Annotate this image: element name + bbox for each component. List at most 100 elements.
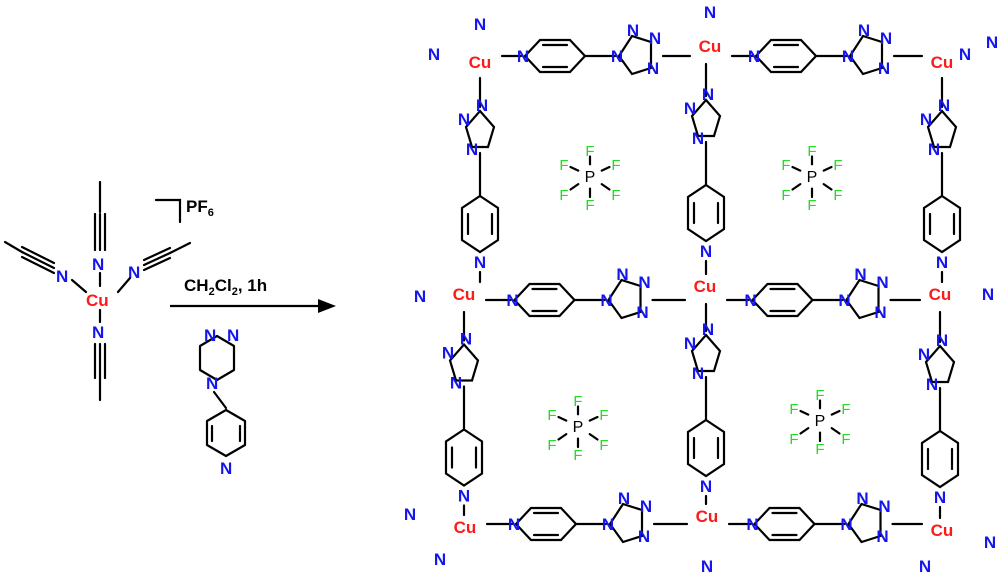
bond [830, 427, 841, 435]
pf6-f-0-5: F [611, 187, 620, 204]
reagent-n-bottom: N [92, 323, 104, 342]
linker-n: N [700, 242, 712, 261]
pf6-p-3: P [815, 413, 826, 430]
pf6-f-3-2: F [789, 401, 798, 418]
product-cu-4: Cu [694, 277, 717, 296]
linker-n: N [627, 21, 639, 40]
linker-n: N [920, 110, 932, 129]
reaction-conditions: CH2Cl2, 1h [170, 276, 336, 313]
bond [569, 183, 580, 191]
pf6-p-1: P [807, 169, 818, 186]
reagent-n-top: N [92, 255, 104, 274]
linker-n: N [684, 99, 696, 118]
terminal-n-10: N [919, 557, 931, 576]
pf6-f-1-3: F [833, 157, 842, 174]
terminal-n-11: N [984, 533, 996, 552]
bond [822, 165, 833, 172]
terminal-n-1: N [474, 15, 486, 34]
bond [600, 165, 611, 172]
linker-n: N [458, 487, 470, 506]
linker-n: N [702, 320, 714, 339]
pyridyl-triazole-ligand: N N N N [198, 326, 247, 478]
linker-n: N [926, 375, 938, 394]
linker-n: N [692, 364, 704, 383]
product-cu-3: Cu [453, 285, 476, 304]
pf6-p-2: P [573, 419, 584, 436]
linker-n: N [508, 515, 520, 534]
linker-n: N [876, 273, 888, 292]
triazole-ring [617, 34, 653, 76]
pf6-f-3-5: F [841, 431, 850, 448]
terminal-n-3: N [959, 45, 971, 64]
linker-n: N [748, 47, 760, 66]
triazole-ring [924, 344, 956, 384]
linker-n: N [647, 59, 659, 78]
linker-n: N [517, 47, 529, 66]
linker-n: N [938, 96, 950, 115]
product-cu-0: Cu [469, 53, 492, 72]
pf6-f-1-0: F [807, 143, 816, 160]
bond [557, 433, 568, 441]
triazole-ring [847, 502, 882, 544]
pf6-f-1-2: F [781, 157, 790, 174]
bond [822, 183, 833, 191]
pf6-f-3-0: F [815, 387, 824, 404]
terminal-n-2: N [704, 3, 716, 22]
bond [799, 409, 810, 416]
linker-n: N [858, 21, 870, 40]
bond [569, 165, 580, 172]
linker-n: N [880, 29, 892, 48]
linker-n: N [638, 273, 650, 292]
product-cu-6: Cu [454, 518, 477, 537]
linker-n: N [506, 291, 518, 310]
condition-solvent: CH2Cl2, 1h [184, 276, 267, 298]
triazole-ring [845, 278, 880, 320]
ligand-n-2: N [227, 326, 239, 345]
copper-acetonitrile-complex: N N N N Cu PF6 [3, 180, 214, 402]
pyridine-ring [460, 194, 500, 254]
terminal-n-4: N [986, 33, 998, 52]
linker-n: N [746, 515, 758, 534]
linker-n: N [638, 527, 650, 546]
linker-n: N [878, 59, 890, 78]
bond [830, 409, 841, 416]
linker-n: N [600, 291, 612, 310]
bond [799, 427, 810, 435]
pf6-f-2-1: F [573, 447, 582, 464]
linker-n: N [702, 85, 714, 104]
pf6-f-1-1: F [807, 197, 816, 214]
pf6-f-0-3: F [611, 157, 620, 174]
pf6-f-0-4: F [559, 187, 568, 204]
terminal-n-0: N [428, 45, 440, 64]
bond [791, 183, 802, 191]
pf6-f-3-3: F [841, 401, 850, 418]
terminal-n-9: N [701, 557, 713, 576]
triazole-ring [607, 278, 642, 320]
pf6-f-2-0: F [573, 393, 582, 410]
linker-n: N [840, 515, 852, 534]
linker-n: N [474, 253, 486, 272]
triazole-ring [926, 109, 958, 149]
triazole-ring [690, 98, 722, 138]
pyridine-ring [686, 183, 726, 243]
pyridine-ring [444, 428, 484, 487]
bond [557, 415, 568, 422]
linker-n: N [878, 497, 890, 516]
linker-n: N [636, 303, 648, 322]
triazole-ring [608, 502, 644, 544]
linker-n: N [936, 253, 948, 272]
ligand-n-3: N [206, 374, 218, 393]
pf6-p-0: P [585, 169, 596, 186]
product-cu-5: Cu [929, 285, 952, 304]
bond [588, 433, 599, 441]
reagent-n-right: N [128, 263, 140, 282]
linker-n: N [458, 110, 470, 129]
linker-n: N [856, 489, 868, 508]
linker-n: N [918, 345, 930, 364]
linker-n: N [876, 527, 888, 546]
linker-n: N [936, 331, 948, 350]
pf6-f-2-3: F [599, 407, 608, 424]
linker-n: N [744, 291, 756, 310]
